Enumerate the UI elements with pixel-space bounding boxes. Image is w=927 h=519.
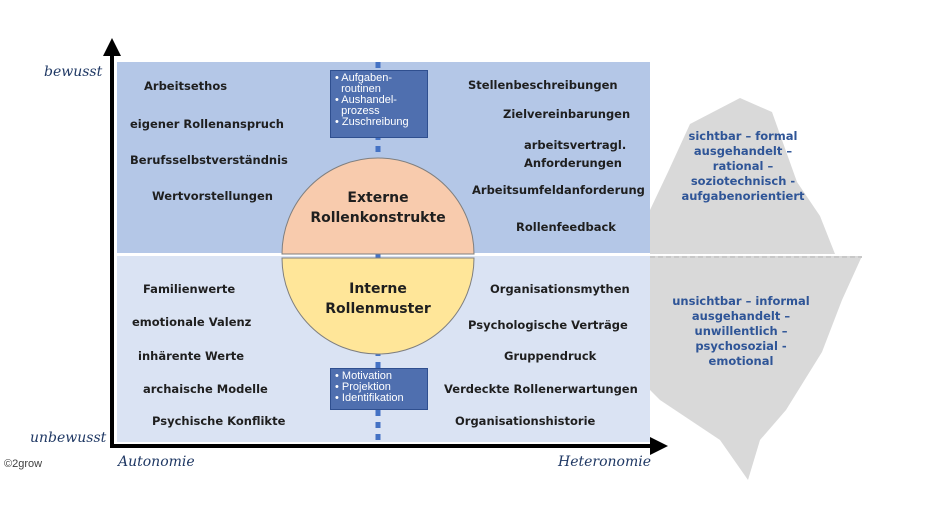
y-axis-arrowhead <box>103 38 121 56</box>
iceberg-top-line-5: aufgabenorientiert <box>681 189 805 203</box>
circle-top-line-1: Externe <box>347 190 409 206</box>
label-psychische-konflikte: Psychische Konflikte <box>152 414 286 428</box>
iceberg-bottom-line-3: unwillentlich – <box>694 324 788 338</box>
circle-bottom-half <box>281 257 475 355</box>
y-axis-bottom-label: unbewusst <box>30 430 107 446</box>
box-top-line-2: routinen <box>335 83 381 95</box>
circle-top-line-2: Rollenkonstrukte <box>310 210 446 226</box>
box-top-line-1: • Aufgaben- <box>335 72 393 84</box>
label-zielvereinbarungen: Zielvereinbarungen <box>503 107 631 121</box>
box-bottom-line-1: • Motivation <box>335 370 393 382</box>
label-emotionale-valenz: emotionale Valenz <box>132 315 252 329</box>
label-archaische-modelle: archaische Modelle <box>143 382 268 396</box>
circle-bottom-line-2: Rollenmuster <box>325 301 431 317</box>
iceberg-bottom-line-4: psychosozial - <box>695 339 787 353</box>
iceberg-tip <box>650 98 835 254</box>
label-anforderungen: Anforderungen <box>524 156 622 170</box>
label-verdeckte-rollenerwartungen: Verdeckte Rollenerwartungen <box>444 382 638 396</box>
iceberg-bottom-line-1: unsichtbar – informal <box>672 294 810 308</box>
label-arbeitsumfeldanforderung: Arbeitsumfeldanforderung <box>472 183 645 197</box>
circle-top-half <box>281 157 475 255</box>
iceberg-top-line-3: rational – <box>712 159 774 173</box>
iceberg-bottom-line-5: emotional <box>708 354 774 368</box>
x-axis-right-label: Heteronomie <box>558 454 652 470</box>
y-axis-top-label: bewusst <box>44 64 103 80</box>
label-arbeitsvertragl: arbeitsvertragl. <box>524 138 627 152</box>
label-organisationshistorie: Organisationshistorie <box>455 414 596 428</box>
iceberg-top-line-1: sichtbar – formal <box>688 129 798 143</box>
copyright-label: ©2grow <box>4 458 43 470</box>
circle-bottom-title: Interne Rollenmuster <box>300 279 456 319</box>
box-top-line-3: • Aushandel- <box>335 94 397 106</box>
x-axis-left-label: Autonomie <box>118 454 195 470</box>
circle-top-title: Externe Rollenkonstrukte <box>300 188 456 228</box>
label-psychologische-vertraege: Psychologische Verträge <box>468 318 628 332</box>
box-top-line-5: • Zuschreibung <box>335 116 409 128</box>
process-box-bottom: • Motivation • Projektion • Identifikati… <box>330 368 428 410</box>
label-organisationsmythen: Organisationsmythen <box>490 282 630 296</box>
label-rollenfeedback: Rollenfeedback <box>516 220 616 234</box>
circle-bottom-line-1: Interne <box>349 281 407 297</box>
box-bottom-line-2: • Projektion <box>335 381 391 393</box>
iceberg-top-line-4: soziotechnisch - <box>690 174 796 188</box>
process-box-top: • Aufgaben- routinen • Aushandel- prozes… <box>330 70 428 138</box>
label-rollenanspruch: eigener Rollenanspruch <box>130 117 284 131</box>
iceberg-invisible-text: unsichtbar – informal ausgehandelt – unw… <box>656 294 826 369</box>
label-wertvorstellungen: Wertvorstellungen <box>152 189 273 203</box>
label-familienwerte: Familienwerte <box>143 282 236 296</box>
label-gruppendruck: Gruppendruck <box>504 349 597 363</box>
iceberg-visible-text: sichtbar – formal ausgehandelt – rationa… <box>668 129 818 204</box>
box-top-line-4: prozess <box>335 105 380 117</box>
iceberg-bottom-line-2: ausgehandelt – <box>691 309 791 323</box>
label-arbeitsethos: Arbeitsethos <box>144 79 228 93</box>
label-inhaerente-werte: inhärente Werte <box>138 349 245 363</box>
iceberg-top-line-2: ausgehandelt – <box>693 144 793 158</box>
x-axis-arrowhead <box>650 437 668 455</box>
label-berufsselbstverstaendnis: Berufsselbstverständnis <box>130 153 288 167</box>
iceberg-body <box>650 256 862 480</box>
box-bottom-line-3: • Identifikation <box>335 392 404 404</box>
label-stellenbeschreibungen: Stellenbeschreibungen <box>468 78 618 92</box>
